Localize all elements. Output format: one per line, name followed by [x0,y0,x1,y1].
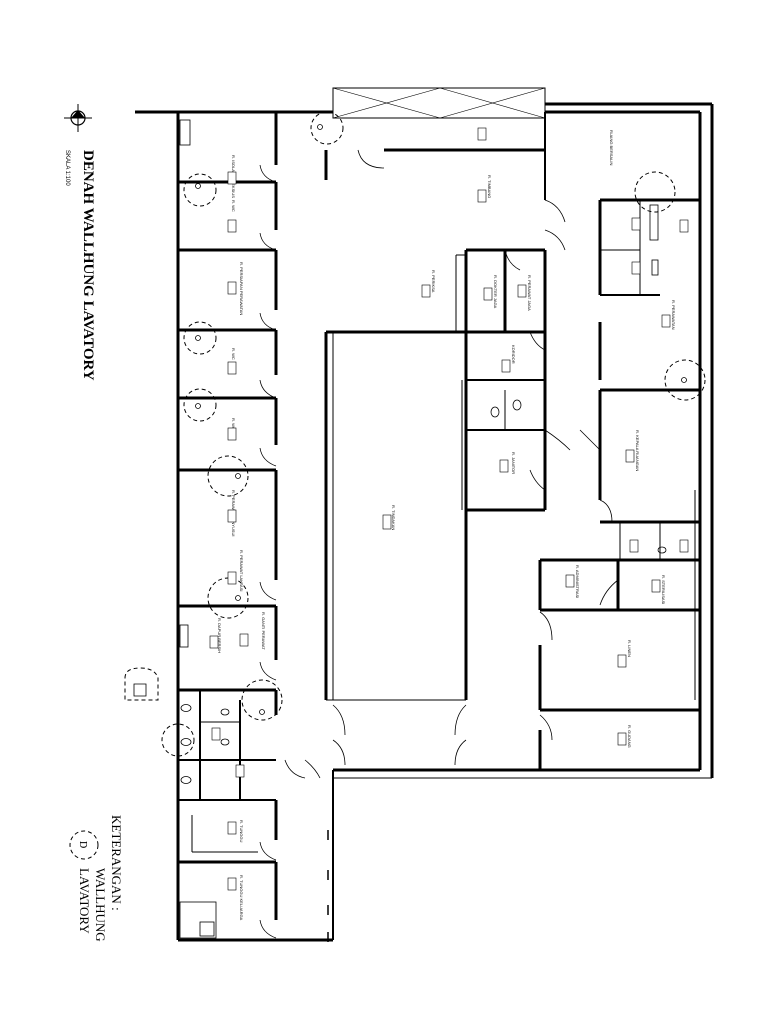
room-label: R. GANTI PERAWAT [261,612,266,650]
svg-text:R. TINDAKAN: R. TINDAKAN [391,505,396,530]
svg-text:R. WC: R. WC [231,418,236,430]
room-label: R. PERSIAPAN PERAWATAN [239,262,244,315]
svg-text:R. GUDANG: R. GUDANG [627,725,632,748]
legend: KETERANGAN : D WALLHUNG LAVATORY [69,815,124,942]
svg-text:R. PERAWATAN: R. PERAWATAN [671,300,676,330]
room-label: KORIDOR [511,345,516,364]
room-label: R. PERIKSA [431,270,436,293]
svg-text:R. PERAWAT LAKTASI: R. PERAWAT LAKTASI [239,550,244,592]
svg-text:R. DAPUR BERSIH: R. DAPUR BERSIH [217,618,222,653]
lavatory-marker [183,321,217,355]
lavatory-marker [183,173,217,207]
room-label: R. WC [231,348,236,360]
svg-text:R. WC: R. WC [231,200,236,212]
toilet-fixtures [179,119,667,939]
svg-text:R. WC: R. WC [231,348,236,360]
room-label: R. WC [231,200,236,212]
svg-text:R. TUNGGU: R. TUNGGU [239,820,244,842]
outer-walls [135,87,714,942]
room-label: R. TIMBANG [487,175,492,198]
svg-text:R. KEPALA RUANGAN: R. KEPALA RUANGAN [635,430,640,471]
svg-text:R. JANITOR: R. JANITOR [511,452,516,474]
svg-text:R. PERAWAT JAGA: R. PERAWAT JAGA [527,275,532,311]
svg-text:R. STERILISASI: R. STERILISASI [661,575,666,604]
svg-text:R. TIMBANG: R. TIMBANG [487,175,492,198]
room-label: R. TINDAKAN [391,505,396,530]
svg-text:R. TUNGGU KELUARGA: R. TUNGGU KELUARGA [239,875,244,921]
central-walls [324,148,547,701]
legend-symbol-icon [69,830,99,860]
door-swings [259,149,619,939]
svg-text:R. LINEN: R. LINEN [627,640,632,657]
svg-text:R. GANTI PERAWAT: R. GANTI PERAWAT [261,612,266,650]
room-label: R. WC [231,418,236,430]
svg-text:R. PERIKSA: R. PERIKSA [431,270,436,293]
lavatory-marker [183,388,217,422]
legend-line2: LAVATORY [77,868,92,934]
room-label: R. STERILISASI [661,575,666,604]
legend-line1: WALLHUNG [93,868,108,942]
room-label: RUANG BERSALIN [609,130,614,165]
room-label: R. GUDANG [627,725,632,748]
drawing-title: DENAH WALLHUNG LAVATORY [80,150,96,381]
svg-text:R. DOKTER JAGA: R. DOKTER JAGA [493,275,498,309]
room-labels: R. ISOLASI INFEKSIUS R. WC R. PERSIAPAN … [209,127,689,921]
room-label: R. LINEN [627,640,632,657]
room-label: R. ADMINISTRASI [575,565,580,598]
svg-text:R. PERSIAPAN PERAWATAN: R. PERSIAPAN PERAWATAN [239,262,244,315]
lavatory-marker [664,359,706,401]
north-arrow-icon [64,104,92,132]
room-label: R. PERAWAT LAKTASI [239,550,244,592]
lavatory-marker [634,171,676,213]
room-label: R. DOKTER JAGA [493,275,498,309]
room-label: R. TUNGGU KELUARGA [239,875,244,921]
lavatory-marker [310,111,344,145]
lavatory-marker [207,455,249,497]
room-label: R. PERAWATAN [671,300,676,330]
room-label: R. TUNGGU [239,820,244,842]
legend-heading: KETERANGAN : [109,815,124,911]
room-label: R. PERAWAT JAGA [527,275,532,311]
lavatory-marker [161,723,195,757]
svg-text:KORIDOR: KORIDOR [511,345,516,364]
east-walls [538,198,700,770]
legend-symbol-letter: D [77,841,88,848]
room-label: R. JANITOR [511,452,516,474]
west-wing-walls [178,112,278,920]
entrance-marker [124,667,159,701]
lavatory-marker [241,679,283,721]
svg-text:R. ADMINISTRASI: R. ADMINISTRASI [575,565,580,598]
drawing-scale: SKALA 1:100 [64,150,70,186]
room-label: R. DAPUR BERSIH [217,618,222,653]
room-label: R. KEPALA RUANGAN [635,430,640,471]
svg-text:RUANG BERSALIN: RUANG BERSALIN [609,130,614,165]
